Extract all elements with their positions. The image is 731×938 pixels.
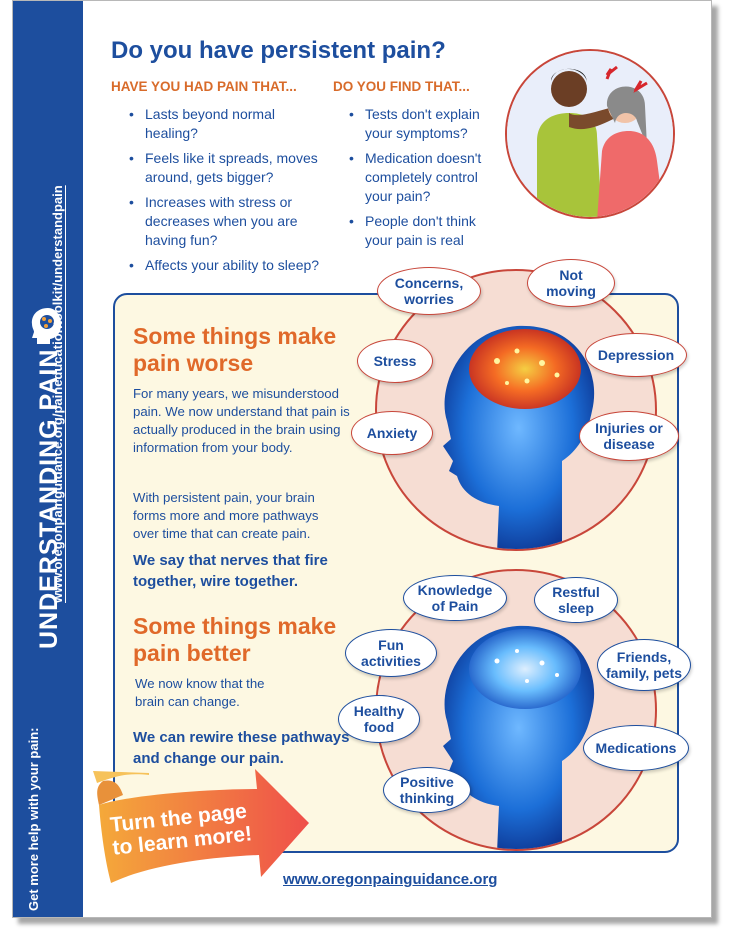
- list-item: Medication doesn't completely control yo…: [347, 149, 497, 206]
- list-item: Lasts beyond normal healing?: [127, 105, 327, 143]
- worse-paragraph-2: With persistent pain, your brain forms m…: [133, 490, 319, 541]
- document-page: UNDERSTANDING PAIN www.oregonpainguidanc…: [12, 0, 712, 918]
- page-title: Do you have persistent pain?: [111, 37, 446, 64]
- list-item: Tests don't explain your symptoms?: [347, 105, 497, 143]
- bubble-medications: Medications: [583, 725, 689, 771]
- better-bold-statement: We can rewire these pathways and change …: [133, 729, 350, 767]
- head-brain-icon: [31, 308, 62, 344]
- right-column-heading: DO YOU FIND THAT...: [333, 79, 470, 94]
- bubble-stress: Stress: [357, 339, 433, 383]
- sidebar-help: Get more help with your pain:: [23, 661, 73, 911]
- bubble-depression: Depression: [585, 333, 687, 377]
- bubble-restful-sleep: Restful sleep: [534, 577, 618, 623]
- bubble-concerns: Concerns, worries: [377, 267, 481, 315]
- list-item: Feels like it spreads, moves around, get…: [127, 149, 327, 187]
- better-title: Some things make pain better: [133, 613, 363, 667]
- bubble-not-moving: Not moving: [527, 259, 615, 307]
- better-paragraph: We now know that the brain can change.: [135, 676, 265, 709]
- sidebar: UNDERSTANDING PAIN www.oregonpainguidanc…: [13, 1, 83, 917]
- list-item: People don't think your pain is real: [347, 212, 497, 250]
- bubble-positive-thinking: Positive thinking: [383, 767, 471, 813]
- bubble-knowledge: Knowledge of Pain: [403, 575, 507, 621]
- sidebar-help-label: Get more help with your pain:: [26, 727, 41, 911]
- arrow-banner: [93, 769, 309, 883]
- worse-bold-statement: We say that nerves that fire together, w…: [133, 552, 328, 590]
- list-item: Affects your ability to sleep?: [127, 256, 327, 275]
- brain-healthy-illustration: [375, 569, 657, 851]
- worse-title: Some things make pain worse: [133, 323, 363, 377]
- left-column-list: Lasts beyond normal healing? Feels like …: [127, 105, 327, 281]
- bubble-injuries: Injuries or disease: [579, 411, 679, 461]
- brain-pain-illustration: [375, 269, 657, 551]
- bubble-healthy-food: Healthy food: [338, 695, 420, 743]
- better-title-line2: pain better: [133, 640, 251, 666]
- people-illustration: [505, 49, 675, 219]
- worse-title-line2: pain worse: [133, 350, 254, 376]
- worse-paragraph-1: For many years, we misunderstood pain. W…: [133, 386, 350, 455]
- sidebar-url-link[interactable]: www.oregonpainguidance.org/paineducation…: [50, 185, 65, 603]
- left-column-heading: HAVE YOU HAD PAIN THAT...: [111, 79, 297, 94]
- worse-title-line1: Some things make: [133, 323, 337, 349]
- better-title-line1: Some things make: [133, 613, 337, 639]
- bubble-friends: Friends, family, pets: [597, 639, 691, 691]
- footer-url-link[interactable]: www.oregonpainguidance.org: [283, 871, 498, 888]
- right-column-list: Tests don't explain your symptoms? Medic…: [347, 105, 497, 256]
- bubble-fun-activities: Fun activities: [345, 629, 437, 677]
- list-item: Increases with stress or decreases when …: [127, 193, 327, 250]
- bubble-anxiety: Anxiety: [351, 411, 433, 455]
